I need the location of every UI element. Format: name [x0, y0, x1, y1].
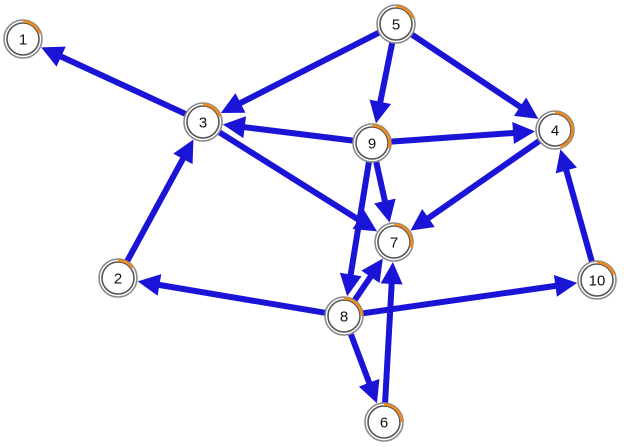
arrowhead-icon — [553, 275, 578, 297]
node-inner-ring — [379, 7, 413, 41]
node-inner-ring — [377, 225, 411, 259]
arrowhead-icon — [352, 210, 378, 232]
edge-2-to-3 — [124, 139, 194, 263]
edge-line — [156, 281, 326, 316]
arrowhead-icon — [380, 261, 403, 285]
arrowhead-icon — [222, 116, 247, 139]
node-label: 5 — [392, 17, 400, 34]
edge-line — [347, 332, 373, 386]
node-label: 6 — [380, 415, 388, 432]
edge-3-to-1 — [41, 46, 188, 117]
node-progress-arc — [371, 124, 391, 149]
arrowhead-icon — [358, 378, 380, 404]
node-3[interactable]: 3 — [183, 102, 223, 142]
node-4[interactable]: 4 — [535, 110, 575, 150]
node-progress-arc — [383, 403, 403, 423]
arrowhead-icon — [512, 122, 536, 144]
arrowhead-icon — [513, 97, 539, 119]
edge-line — [58, 53, 188, 117]
edge-line — [390, 129, 516, 145]
edges-layer — [41, 29, 595, 404]
node-progress-arc — [117, 259, 134, 269]
arrowhead-icon — [369, 99, 392, 124]
arrowhead-icon — [339, 272, 362, 297]
node-label: 1 — [19, 32, 27, 49]
arrowhead-icon — [41, 46, 66, 67]
edge-8-to-10 — [362, 275, 578, 317]
edge-line — [124, 155, 187, 263]
node-label: 4 — [551, 123, 559, 140]
edge-line — [217, 129, 362, 224]
edge-6-to-7 — [380, 261, 403, 404]
edge-line — [376, 42, 396, 105]
node-progress-arc — [393, 223, 413, 248]
arrowhead-icon — [173, 139, 194, 165]
arrowhead-icon — [555, 149, 577, 174]
node-progress-arc — [22, 20, 41, 35]
edge-line — [242, 123, 354, 144]
edge-9-to-4 — [390, 122, 536, 145]
arrowhead-icon — [410, 208, 435, 231]
node-progress-arc — [343, 297, 363, 317]
node-inner-ring — [101, 261, 135, 295]
node-inner-ring — [327, 299, 361, 333]
edge-5-to-4 — [410, 32, 539, 119]
arrowhead-icon — [361, 258, 383, 283]
node-2[interactable]: 2 — [98, 258, 138, 298]
node-label: 9 — [368, 136, 376, 153]
node-label: 7 — [390, 235, 398, 252]
node-progress-arc — [554, 111, 574, 148]
node-5[interactable]: 5 — [376, 4, 416, 44]
edge-line — [562, 167, 595, 263]
node-inner-ring — [355, 126, 389, 160]
node-6[interactable]: 6 — [364, 402, 404, 442]
node-label: 3 — [199, 115, 207, 132]
node-inner-ring — [580, 263, 614, 297]
edge-8-to-6 — [347, 332, 380, 404]
edge-3-to-7 — [217, 129, 378, 232]
edge-5-to-3 — [220, 29, 381, 113]
node-progress-arc — [202, 103, 221, 118]
edge-line — [373, 160, 389, 204]
node-7[interactable]: 7 — [374, 222, 414, 262]
edge-8-to-2 — [137, 274, 326, 316]
edge-line — [382, 281, 395, 404]
arrowhead-icon — [137, 274, 162, 296]
node-1[interactable]: 1 — [3, 19, 43, 59]
node-label: 8 — [340, 309, 348, 326]
nodes-layer: 1 2 3 4 5 6 7 8 9 10 — [3, 4, 617, 442]
edge-10-to-4 — [555, 149, 595, 263]
edge-line — [362, 282, 558, 317]
edge-5-to-9 — [369, 42, 396, 124]
edge-line — [237, 29, 381, 107]
edge-line — [352, 273, 375, 302]
edge-line — [410, 32, 524, 111]
arrowhead-icon — [220, 93, 246, 113]
node-inner-ring — [186, 105, 220, 139]
edge-8-to-7 — [352, 258, 383, 302]
node-inner-ring — [538, 113, 572, 147]
arrowhead-icon — [374, 198, 396, 223]
node-inner-ring — [367, 405, 401, 439]
node-progress-arc — [395, 5, 414, 20]
node-progress-arc — [596, 261, 615, 276]
node-label: 2 — [114, 271, 122, 288]
edge-9-to-3 — [222, 116, 354, 144]
node-8[interactable]: 8 — [324, 296, 364, 336]
node-label: 10 — [589, 273, 606, 290]
node-9[interactable]: 9 — [352, 123, 392, 163]
edge-4-to-7 — [410, 138, 542, 231]
node-10[interactable]: 10 — [577, 260, 617, 300]
edge-line — [425, 138, 542, 222]
edge-9-to-7 — [373, 160, 396, 223]
node-inner-ring — [6, 22, 40, 56]
